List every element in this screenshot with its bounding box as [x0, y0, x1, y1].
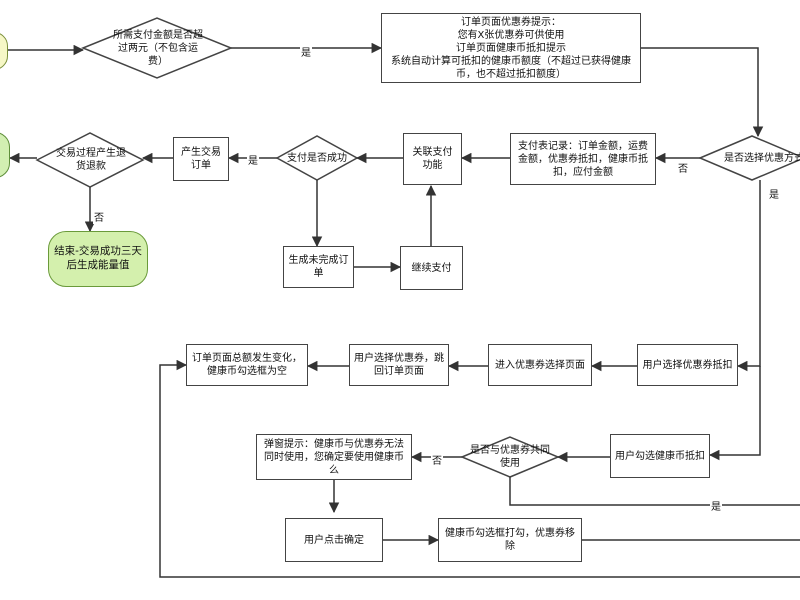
decision-pay-label: 支付是否成功: [287, 152, 347, 164]
continue-pay-box: 继续支付: [400, 246, 463, 290]
order-page-tip: 订单页面优惠券提示： 您有X张优惠券可供使用 订单页面健康币抵扣提示 系统自动计…: [381, 13, 641, 83]
edge-tip-coupon: [641, 47, 764, 138]
decision-both-label: 是否与优惠券共同使用: [470, 445, 550, 469]
edge-label-yes-both: 是: [710, 498, 722, 513]
decision-refund-label: 交易过程产生退货退款: [56, 148, 126, 172]
decision-coupon-label: 是否选择优惠方式: [724, 152, 800, 164]
decision-amount-label: 所需支付金额是否超过两元（不包含运费）: [113, 29, 203, 67]
user-confirm-box: 用户点击确定: [285, 518, 383, 562]
edge-both-yes: [509, 477, 800, 506]
edge-label-no-refund: 否: [93, 209, 105, 224]
user-select-coupon-box: 用户选择优惠券抵扣: [637, 344, 738, 386]
decision-coupon-shape: [698, 135, 800, 181]
end-terminal: 结束-交易成功三天后生成能量值: [48, 231, 148, 287]
coupon-back-order-box: 用户选择优惠券，跳回订单页面: [349, 344, 449, 386]
order-total-change-box: 订单页面总额发生变化，健康币勾选框为空: [186, 344, 308, 386]
edge-label-yes-pay: 是: [247, 152, 259, 167]
link-pay-box: 关联支付功能: [403, 133, 462, 185]
edge-coupon-down-coin: [708, 366, 761, 461]
edge-label-yes-amount: 是: [300, 44, 312, 59]
user-check-coin-box: 用户勾选健康币抵扣: [610, 434, 710, 478]
edge-label-no-coupon: 否: [677, 160, 689, 175]
popup-tip-box: 弹窗提示：健康币与优惠券无法同时使用，您确定要使用健康币么: [256, 434, 412, 480]
pay-record-box: 支付表记录：订单金额，运费金额，优惠券抵扣，健康币抵扣，应付金额: [510, 133, 656, 185]
unfinished-order-box: 生成未完成订单: [283, 246, 354, 288]
enter-coupon-page-box: 进入优惠券选择页面: [488, 344, 592, 386]
edge-label-no-both: 否: [431, 452, 443, 467]
coin-checked-box: 健康币勾选框打勾，优惠券移除: [438, 518, 582, 562]
edge-label-yes-coupon: 是: [768, 186, 780, 201]
edge-loop-bottom: [159, 359, 800, 578]
edge-coupon-down-select: [736, 180, 761, 372]
create-trade-order-box: 产生交易订单: [173, 137, 229, 181]
